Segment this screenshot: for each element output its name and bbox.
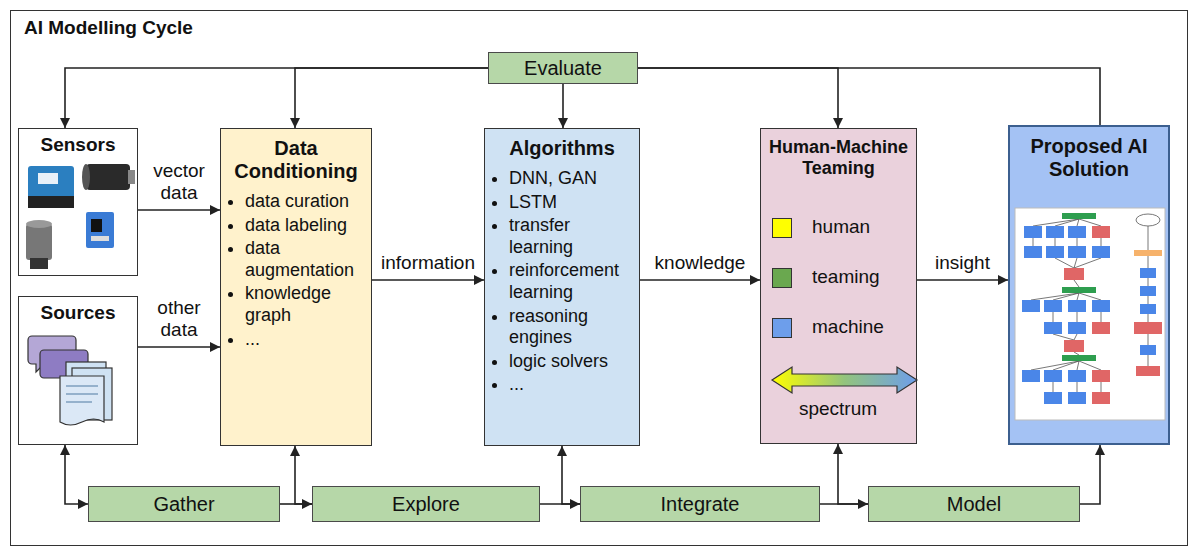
box-heading: Data Conditioning [221, 129, 371, 183]
box-heading: Proposed AI Solution [1010, 127, 1168, 181]
box-heading: Integrate [661, 493, 740, 516]
bullet-item: logic solvers [509, 351, 635, 373]
legend-text: teaming [812, 266, 880, 288]
bullet-item: LSTM [509, 192, 635, 214]
stage-box: Gather [88, 486, 280, 522]
bullet-item: data labeling [245, 215, 367, 237]
edge-label: insight [935, 252, 990, 274]
edge-label: other data [148, 297, 210, 341]
legend-swatch [772, 318, 792, 338]
connector-line [1080, 445, 1100, 504]
output-box: Proposed AI Solution [1008, 125, 1170, 445]
box-heading: Gather [153, 493, 214, 516]
edge-label: information [381, 252, 475, 274]
bullet-item: data augmentation [245, 238, 367, 281]
box-heading: Sensors [19, 129, 137, 156]
bullet-item: reinforcement learning [509, 260, 635, 303]
connector-line [65, 68, 488, 128]
legend-text: human [812, 216, 870, 238]
connector-line [372, 279, 484, 281]
connector-line [280, 503, 312, 505]
input-box: Sensors [18, 128, 138, 276]
connector-line [562, 446, 580, 504]
legend-swatch [772, 268, 792, 288]
connector-line [295, 68, 488, 128]
connector-line [138, 346, 220, 348]
bullet-item: ... [509, 374, 635, 396]
bullet-item: DNN, GAN [509, 168, 635, 190]
stage-box: Evaluate [488, 52, 638, 84]
legend-swatch [772, 218, 792, 238]
connector-line [540, 503, 580, 505]
connector-line [65, 445, 88, 504]
edge-label: vector data [148, 160, 210, 204]
free-label: spectrum [799, 398, 877, 420]
connector-line [138, 209, 220, 211]
connector-line [638, 68, 838, 128]
connector-line [295, 446, 312, 504]
box-heading: Explore [392, 493, 460, 516]
bullet-item: knowledge graph [245, 283, 367, 326]
bullet-list: DNN, GANLSTMtransfer learningreinforceme… [485, 168, 639, 396]
bullet-item: transfer learning [509, 215, 635, 258]
connector-line [838, 444, 868, 504]
process-box: Data Conditioning data curationdata label… [220, 128, 372, 446]
stage-box: Integrate [580, 486, 820, 522]
box-heading: Human-Machine Teaming [761, 129, 916, 178]
bullet-item: reasoning engines [509, 306, 635, 349]
input-box: Sources [18, 296, 138, 445]
connector-line [638, 68, 1100, 125]
process-box: AlgorithmsDNN, GANLSTMtransfer learningr… [484, 128, 640, 446]
bullet-item: data curation [245, 191, 367, 213]
bullet-item: ... [245, 329, 367, 351]
box-heading: Evaluate [524, 57, 602, 80]
box-heading: Algorithms [485, 129, 639, 160]
bullet-list: data curationdata labelingdata augmentat… [221, 191, 371, 350]
stage-box: Explore [312, 486, 540, 522]
box-heading: Sources [19, 297, 137, 324]
stage-box: Model [868, 486, 1080, 522]
edge-label: knowledge [655, 252, 746, 274]
box-heading: Model [947, 493, 1001, 516]
connector-line [820, 503, 868, 505]
connector-line [917, 279, 1008, 281]
connector-line [640, 279, 760, 281]
legend-text: machine [812, 316, 884, 338]
connector-line [562, 84, 564, 128]
diagram-title: AI Modelling Cycle [24, 17, 193, 39]
